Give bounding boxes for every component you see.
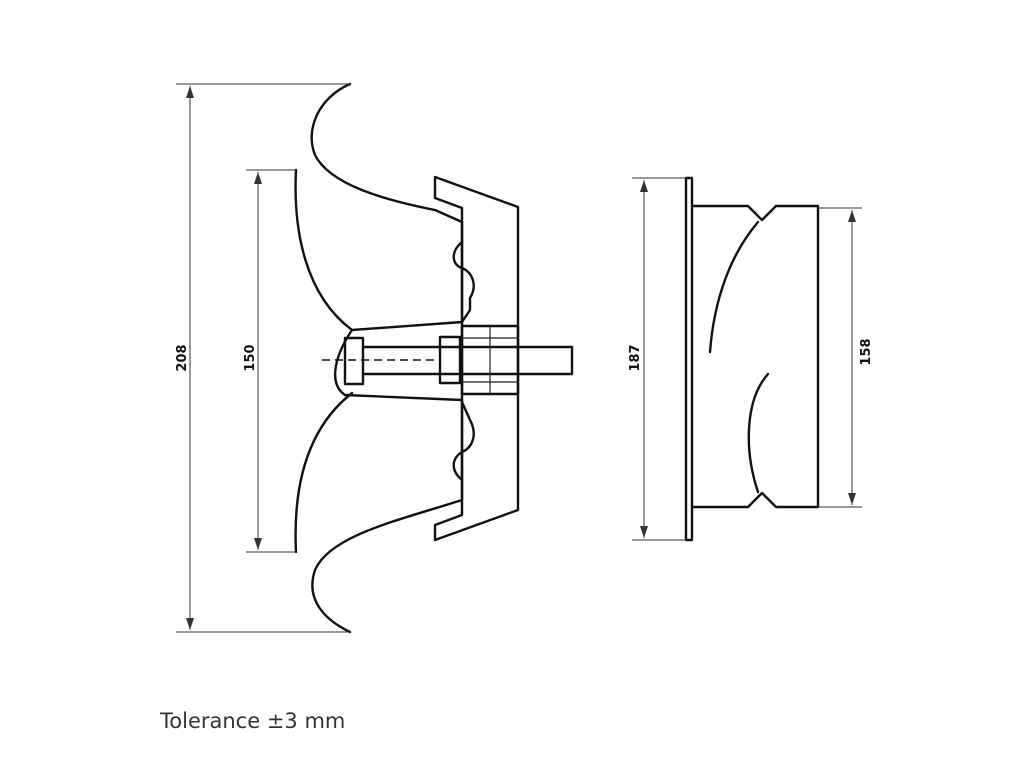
side-back-plate bbox=[684, 176, 694, 542]
dimension-label-158: 158 bbox=[859, 338, 874, 365]
side-arc-upper bbox=[708, 220, 760, 354]
side-view bbox=[684, 176, 820, 542]
dimension-label-208: 208 bbox=[175, 344, 190, 371]
outer-profile-curve bbox=[310, 82, 464, 634]
dimension-side-inner-height: 158 bbox=[818, 207, 874, 508]
dimension-label-187: 187 bbox=[628, 344, 643, 371]
clamp-notch-upper bbox=[452, 240, 475, 324]
clamp-notch-lower bbox=[452, 400, 475, 482]
washer bbox=[438, 335, 462, 385]
dimension-inner-height: 150 bbox=[243, 169, 296, 553]
left-nut bbox=[343, 336, 365, 386]
side-body bbox=[690, 204, 820, 509]
dimension-side-height: 187 bbox=[628, 177, 686, 541]
clamp-block bbox=[433, 175, 520, 542]
dimension-overall-height: 208 bbox=[175, 83, 350, 633]
tolerance-note: Tolerance ±3 mm bbox=[160, 709, 346, 733]
front-view bbox=[294, 82, 574, 634]
inner-profile-lower bbox=[294, 391, 354, 554]
inner-profile-upper bbox=[294, 168, 354, 332]
dimension-label-150: 150 bbox=[243, 344, 258, 371]
side-arc-lower bbox=[747, 372, 770, 494]
